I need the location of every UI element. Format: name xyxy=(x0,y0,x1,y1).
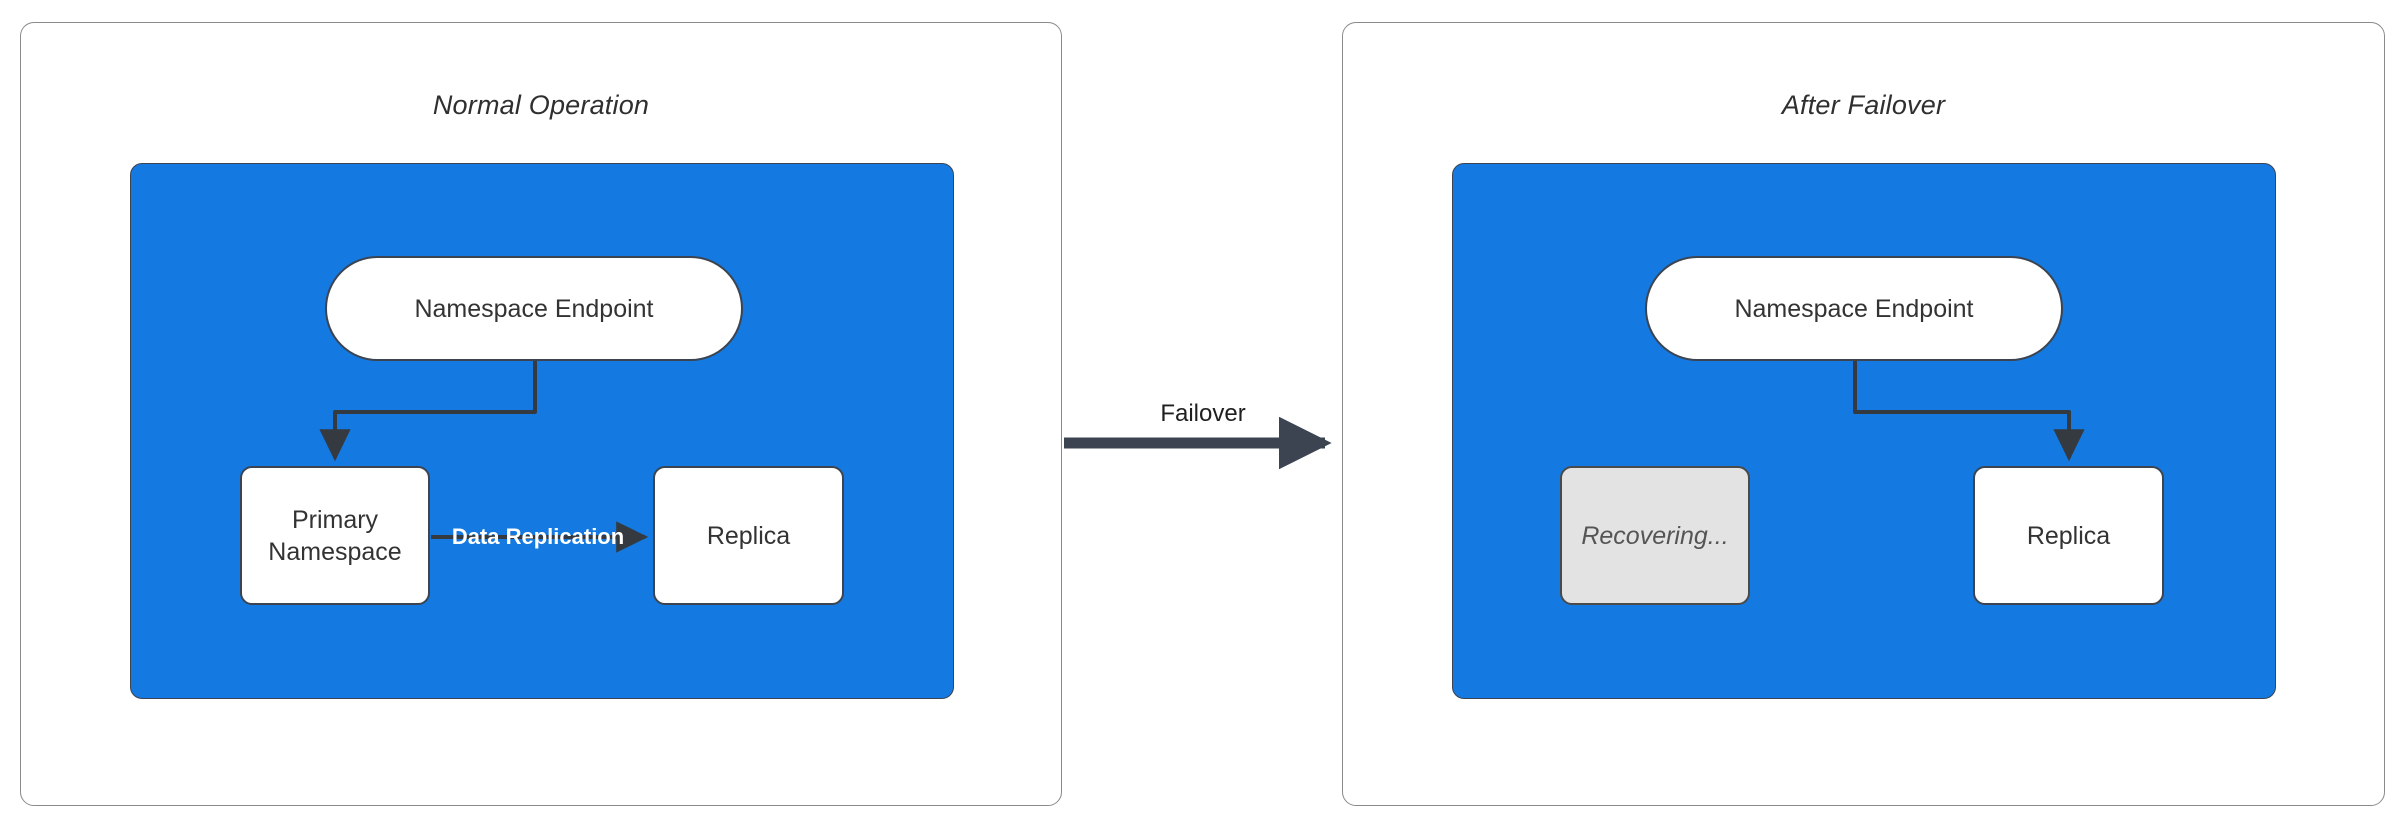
node-label-line1: Primary xyxy=(291,505,379,534)
node-label: Namespace Endpoint xyxy=(1734,294,1974,323)
cluster-after-failover xyxy=(1452,163,2276,699)
node-replica-right[interactable]: Replica xyxy=(1973,466,2164,605)
node-label: Namespace Endpoint xyxy=(414,294,654,323)
panel-after-failover-title: After Failover xyxy=(1781,90,1946,120)
cluster-normal-operation xyxy=(130,163,954,699)
edge-label-data-replication: Data Replication xyxy=(451,524,625,549)
node-label: Replica xyxy=(2026,521,2111,550)
node-label: Recovering... xyxy=(1581,521,1729,550)
node-replica-left[interactable]: Replica xyxy=(653,466,844,605)
node-primary-namespace[interactable]: Primary Namespace xyxy=(240,466,430,605)
node-label-line2: Namespace xyxy=(268,537,402,566)
node-label: Primary Namespace xyxy=(268,504,401,568)
node-recovering[interactable]: Recovering... xyxy=(1560,466,1750,605)
node-namespace-endpoint-right[interactable]: Namespace Endpoint xyxy=(1645,256,2063,361)
edge-label-failover: Failover xyxy=(1160,400,1246,427)
panel-normal-operation-title: Normal Operation xyxy=(432,90,650,120)
node-label: Replica xyxy=(706,521,791,550)
node-namespace-endpoint-left[interactable]: Namespace Endpoint xyxy=(325,256,743,361)
